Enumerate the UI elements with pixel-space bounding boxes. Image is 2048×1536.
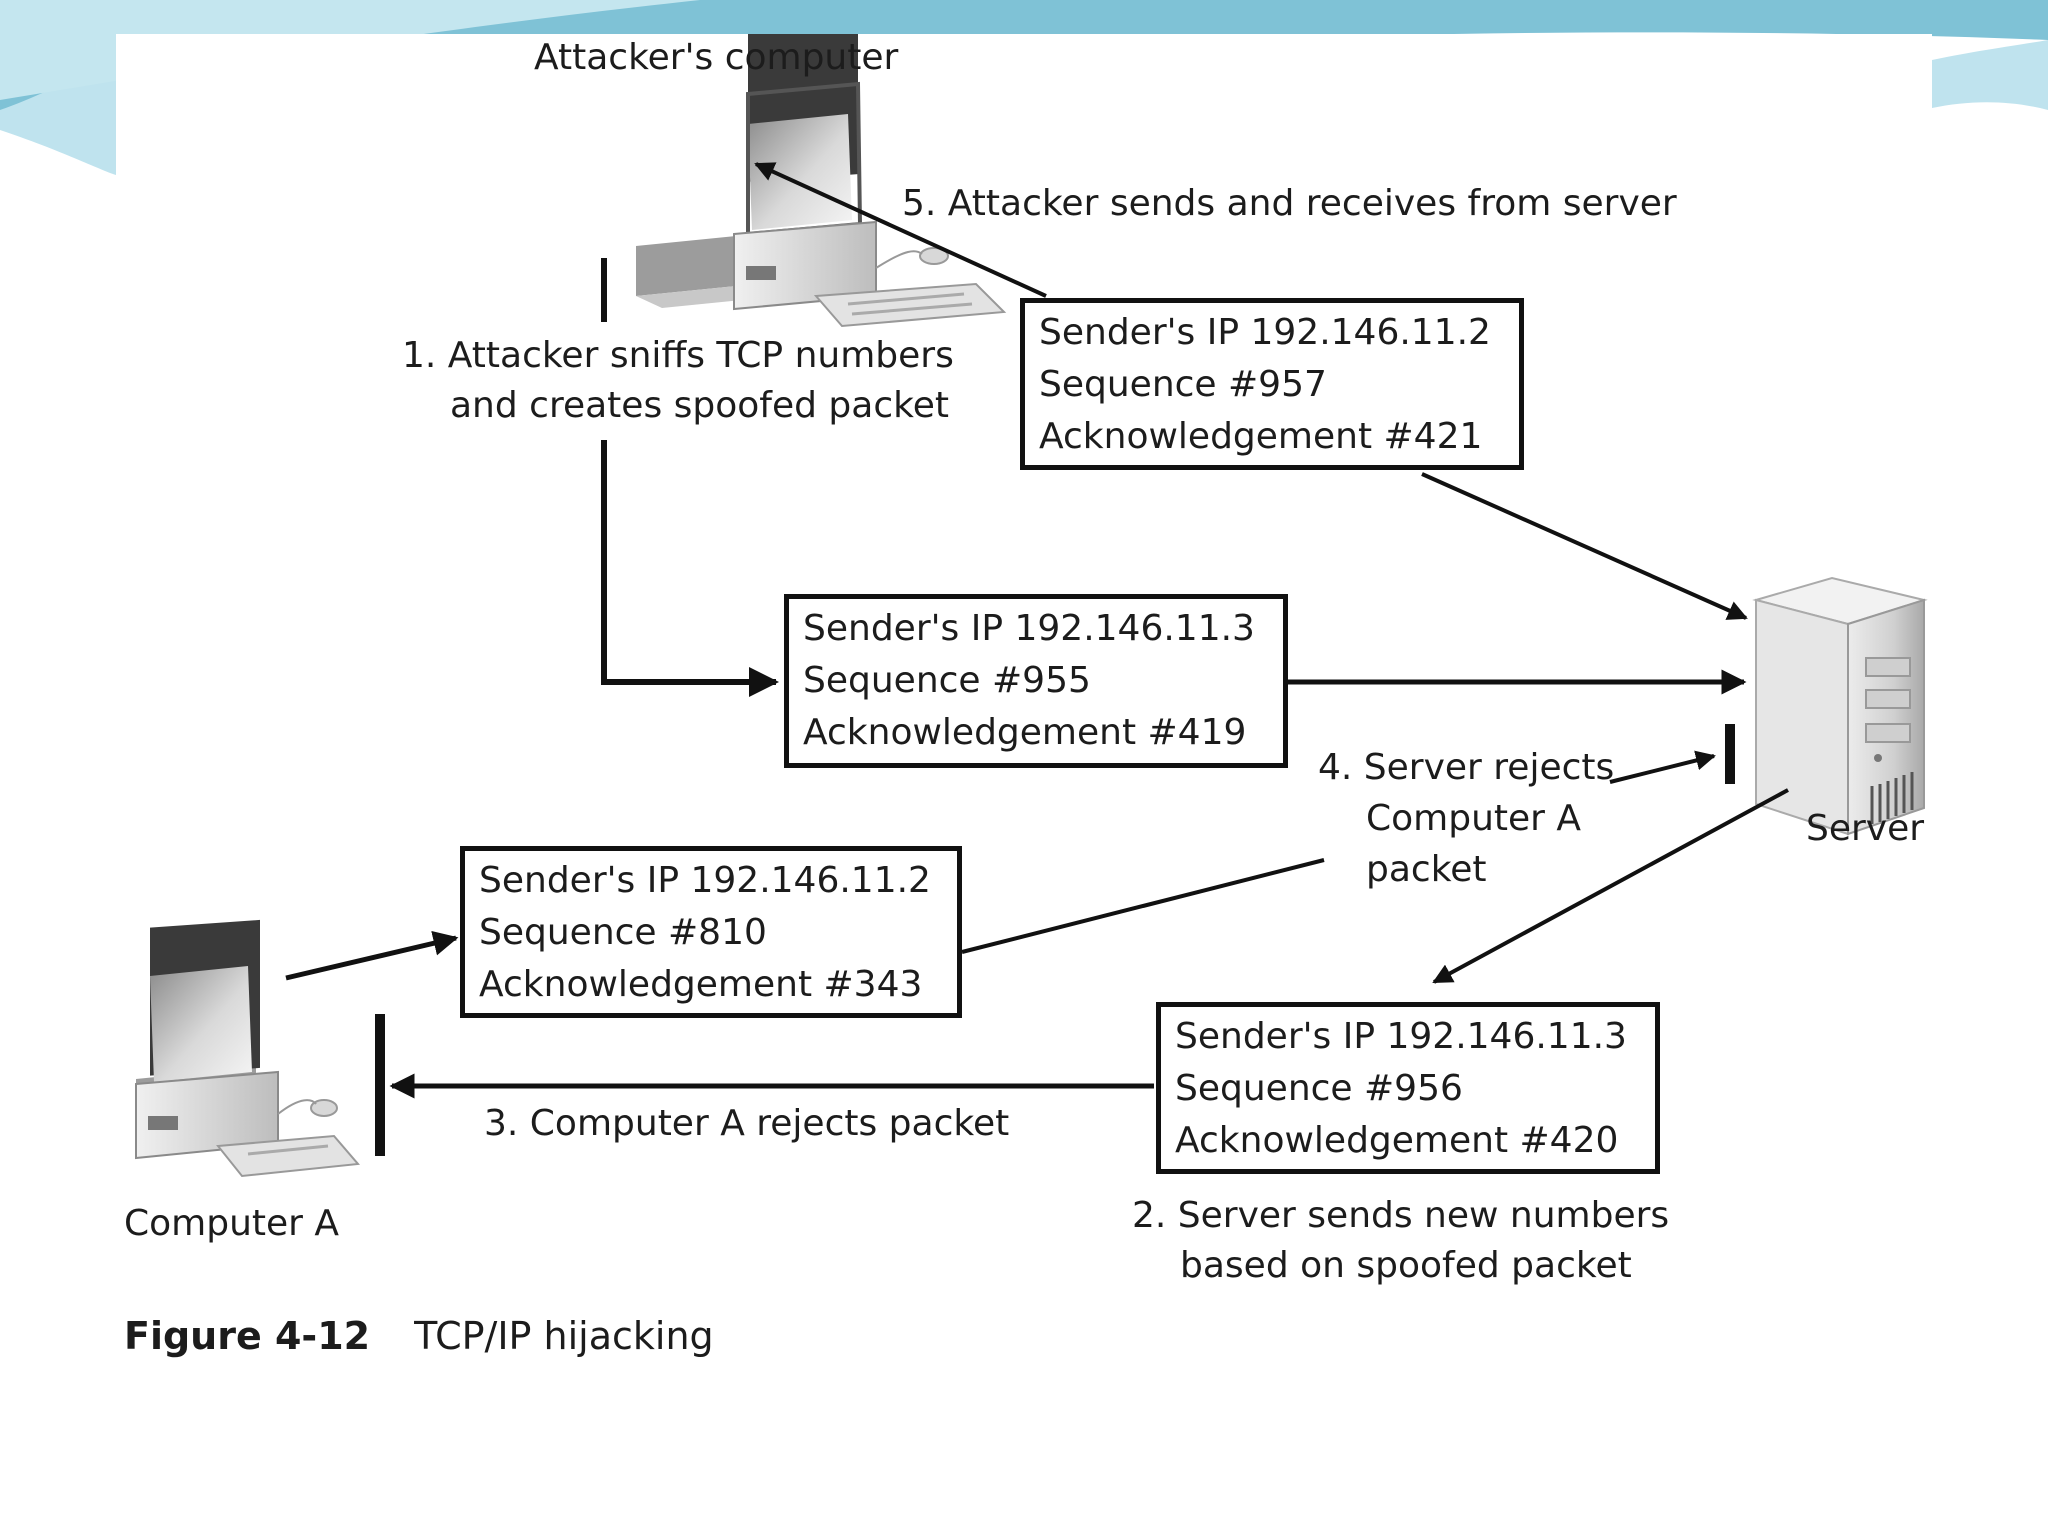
step4-label-line2: Computer A (1366, 798, 1582, 839)
packet-acknowledgement: Acknowledgement #421 (1039, 416, 1483, 457)
computer-a-packet-line (961, 858, 1325, 954)
computer-a-label: Computer A (124, 1203, 340, 1244)
figure-number: Figure 4-12 (124, 1314, 371, 1358)
step2-label-line2: based on spoofed packet (1180, 1245, 1632, 1286)
packet-sequence: Sequence #956 (1175, 1068, 1463, 1109)
server-icon (1752, 576, 1928, 836)
computer-a-send-arrow (285, 930, 459, 981)
packet-acknowledgement: Acknowledgement #419 (803, 712, 1247, 753)
step4-label-line3: packet (1366, 849, 1487, 890)
step1-label-line1: 1. Attacker sniffs TCP numbers (402, 335, 954, 376)
step5-arrow (754, 162, 1047, 298)
figure-panel: Attacker's computer Server Computer A 5.… (116, 34, 1932, 1380)
packet-acknowledgement: Acknowledgement #420 (1175, 1120, 1619, 1161)
step2-arrow (1432, 788, 1789, 984)
computer-a-icon (135, 919, 361, 1178)
packet-computer-a: Sender's IP 192.146.11.2 Sequence #810 A… (460, 846, 962, 1018)
left-wave (0, 60, 116, 175)
step1-label-line2: and creates spoofed packet (450, 385, 949, 426)
packet-sequence: Sequence #955 (803, 660, 1091, 701)
packet-spoofed: Sender's IP 192.146.11.3 Sequence #955 A… (784, 594, 1288, 768)
top-light-band (0, 0, 700, 100)
step1-arrow (601, 440, 779, 697)
step2-label-line1: 2. Server sends new numbers (1132, 1195, 1670, 1236)
step4-label-line1: 4. Server rejects (1318, 747, 1615, 788)
packet-sequence: Sequence #957 (1039, 364, 1327, 405)
packet-acknowledgement: Acknowledgement #343 (479, 964, 923, 1005)
step3-label: 3. Computer A rejects packet (484, 1103, 1010, 1144)
packet-ip: Sender's IP 192.146.11.2 (479, 860, 931, 901)
packet-attacker-to-server: Sender's IP 192.146.11.2 Sequence #957 A… (1020, 298, 1524, 470)
right-wave (1932, 40, 2048, 110)
attacker-label: Attacker's computer (534, 37, 899, 78)
figure-title: TCP/IP hijacking (414, 1314, 714, 1358)
packet-sequence: Sequence #810 (479, 912, 767, 953)
packet-ip: Sender's IP 192.146.11.3 (1175, 1016, 1627, 1057)
packet-ip: Sender's IP 192.146.11.3 (803, 608, 1255, 649)
packet-ip: Sender's IP 192.146.11.2 (1039, 312, 1491, 353)
step4-arrow (1609, 750, 1716, 784)
packet-server-reply: Sender's IP 192.146.11.3 Sequence #956 A… (1156, 1002, 1660, 1174)
server-label: Server (1806, 808, 1925, 849)
diagram-graphics (135, 34, 1928, 1178)
figure-caption: Figure 4-12 TCP/IP hijacking (124, 1312, 714, 1360)
attacker-computer-icon (636, 34, 1007, 328)
attacker-packet-to-server-arrow (1421, 472, 1748, 620)
top-left-swoosh (0, 0, 2048, 130)
step5-label: 5. Attacker sends and receives from serv… (902, 183, 1677, 224)
